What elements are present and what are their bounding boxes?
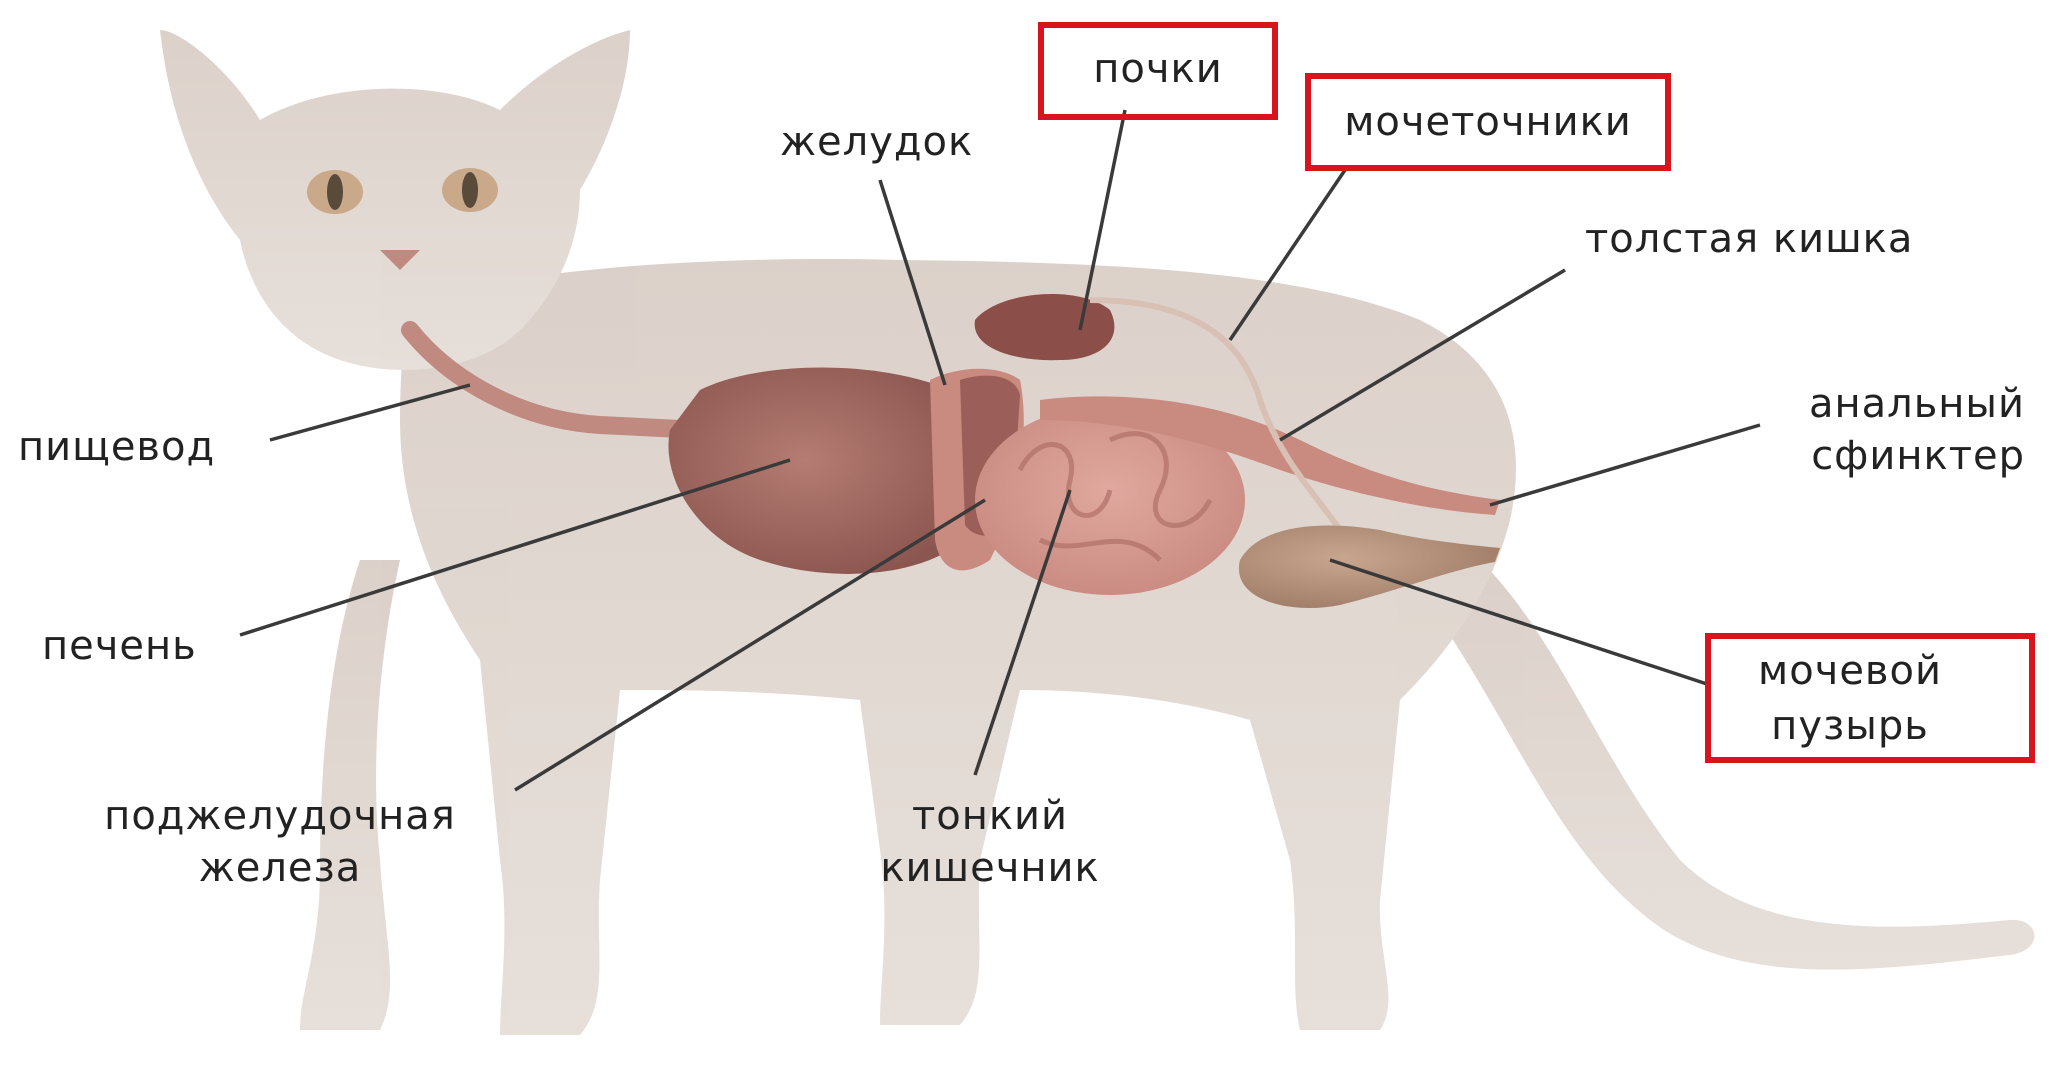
- label-zheludok: желудок: [780, 116, 973, 168]
- label-tolstaya-kishka: толстая кишка: [1585, 213, 1913, 265]
- label-podzhel-line2: железа: [70, 842, 490, 894]
- label-mochetochniki: мочеточники: [1305, 96, 1671, 148]
- label-tonkiy-line2: кишечник: [840, 842, 1140, 894]
- label-podzhel-line1: поджелудочная: [70, 790, 490, 842]
- label-pishchevod: пищевод: [18, 421, 215, 473]
- label-mochevoy-line2: пузырь: [1705, 700, 1995, 752]
- label-tonkiy-line1: тонкий: [840, 790, 1140, 842]
- label-pechen: печень: [42, 620, 197, 672]
- label-pochki: почки: [1038, 43, 1278, 95]
- label-analny-line2: сфинктер: [1700, 430, 2025, 482]
- label-analny-line1: анальный: [1700, 378, 2025, 430]
- label-mochevoy-line1: мочевой: [1705, 645, 1995, 697]
